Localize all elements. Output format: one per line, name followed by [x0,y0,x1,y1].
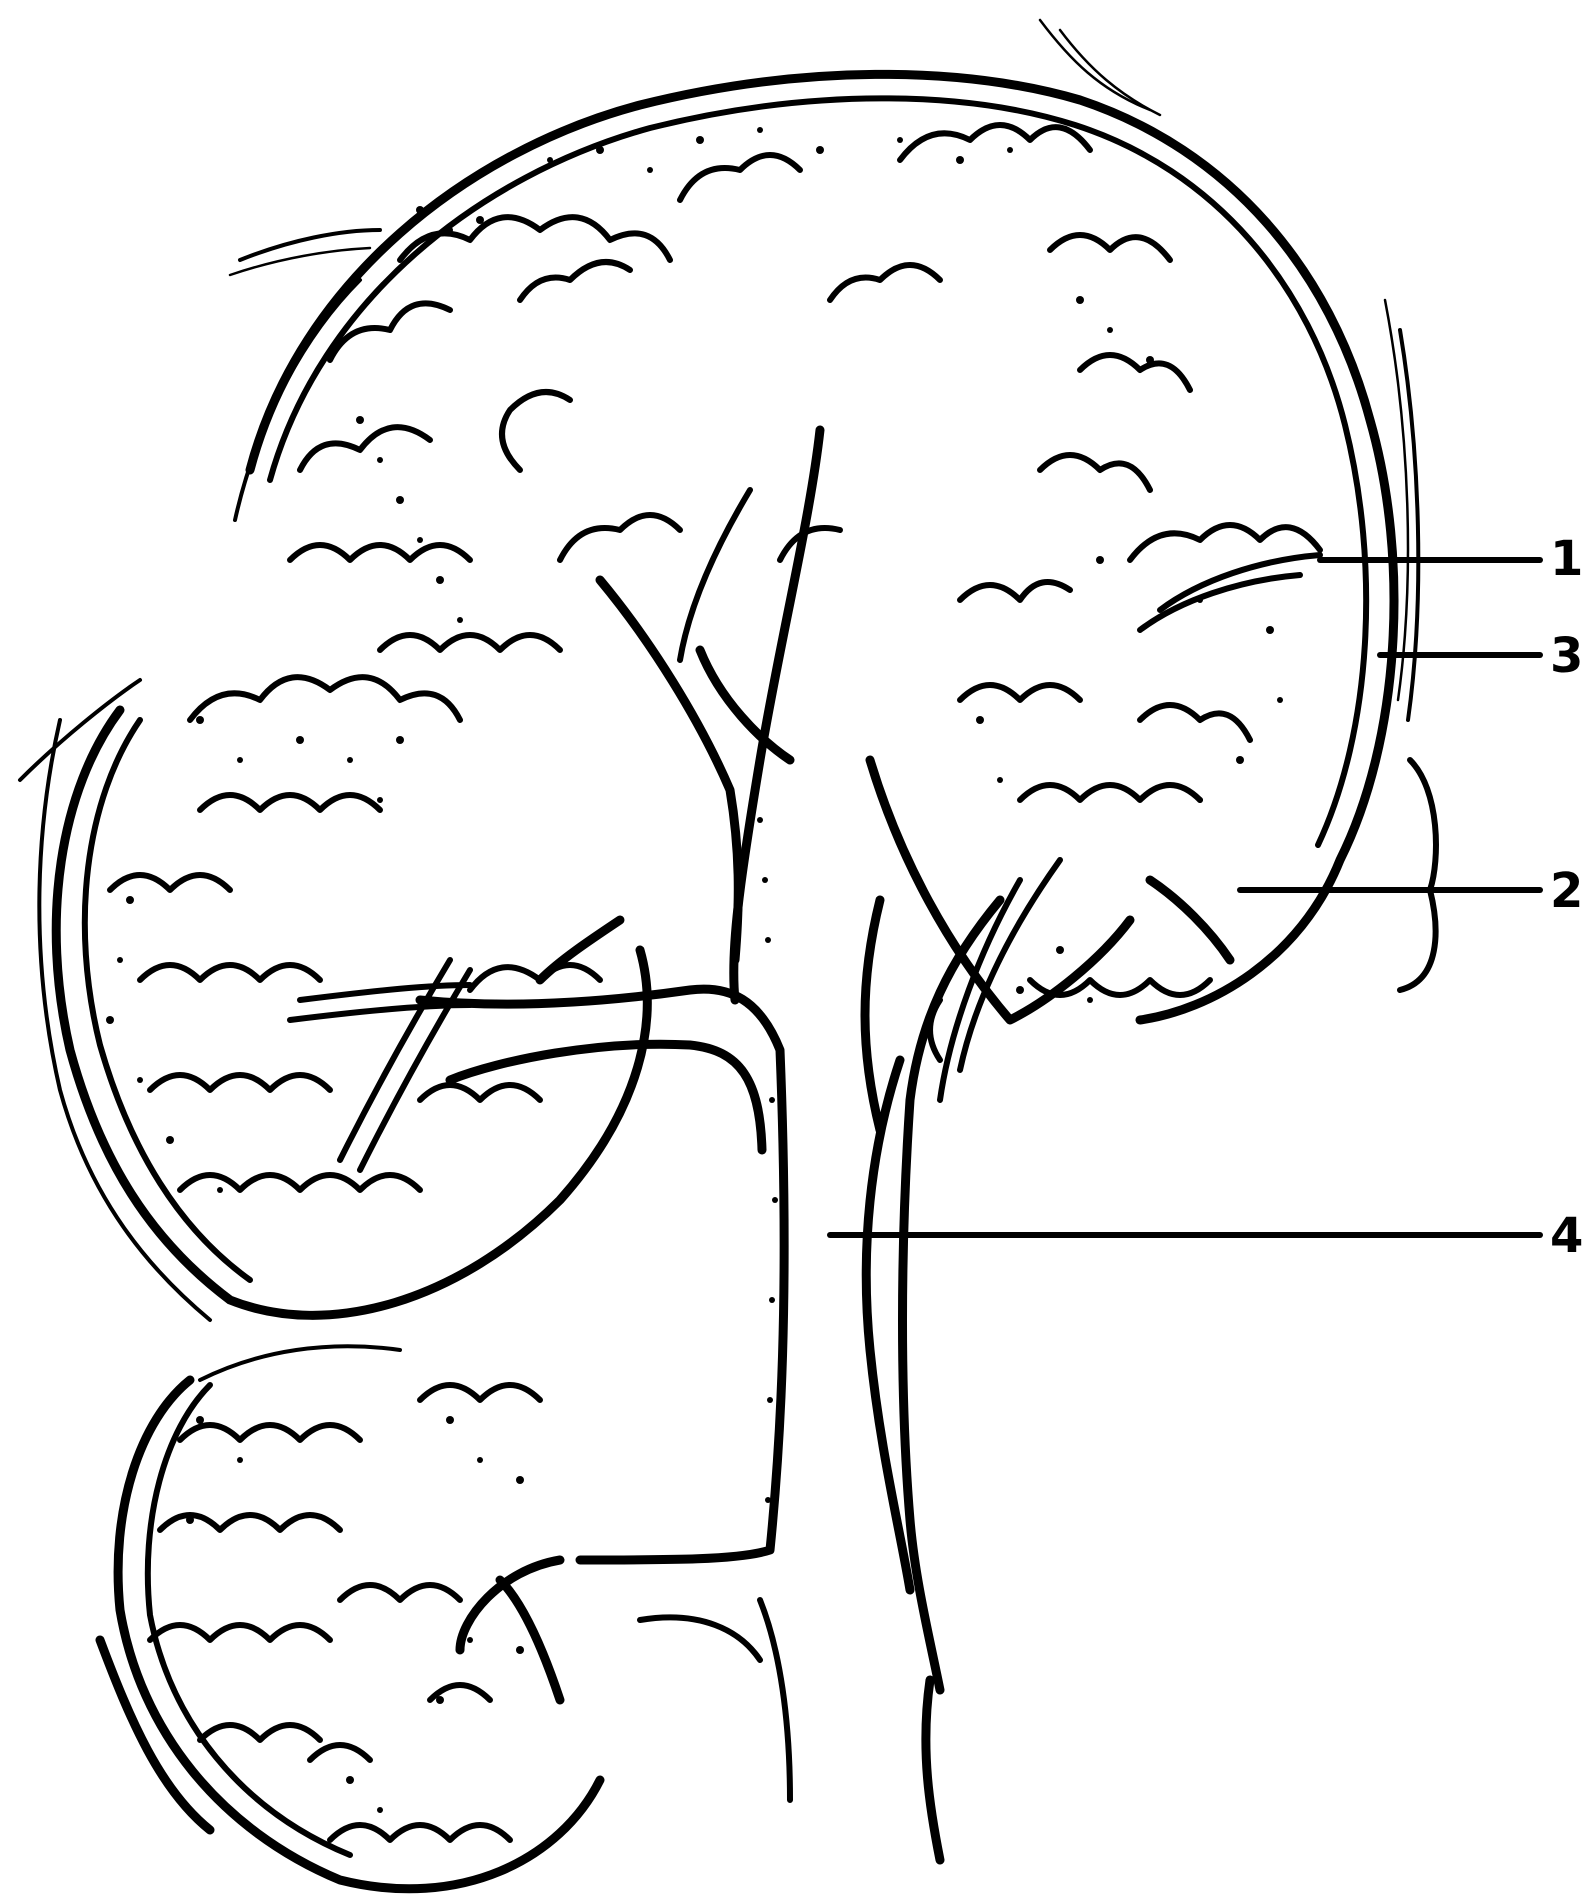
callout-bracket-2 [1400,760,1436,990]
calyx-branches [290,555,1320,1700]
callout-label-4: 4 [1550,1208,1583,1264]
callout-label-2: 2 [1550,863,1583,919]
lobule-clusters [110,125,1320,1840]
callout-lines [830,560,1540,1235]
callout-label-1: 1 [1550,531,1583,587]
callout-label-3: 3 [1550,628,1583,684]
outer-capsule [230,20,1418,1020]
callout-labels: 1 2 3 4 [1550,531,1583,1264]
